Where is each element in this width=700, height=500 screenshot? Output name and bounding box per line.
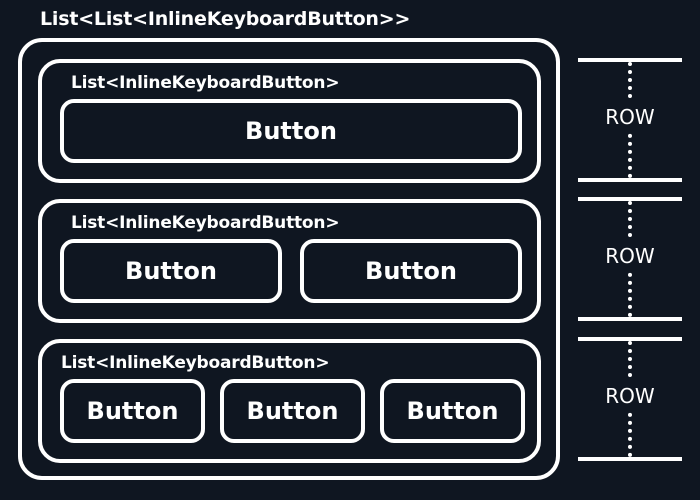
inline-keyboard-button[interactable]: Button [60,99,522,163]
inline-keyboard-button[interactable]: Button [300,239,522,303]
inline-keyboard-button[interactable]: Button [380,379,525,443]
row-container-1: List<InlineKeyboardButton> Button [38,59,541,183]
inline-keyboard-button[interactable]: Button [220,379,365,443]
marker-bottom-tick [578,457,682,461]
row-marker-1: ROW [578,58,682,182]
marker-top-tick [578,197,682,201]
marker-bottom-tick [578,317,682,321]
row-list-label: List<InlineKeyboardButton> [71,73,340,93]
inline-keyboard-button[interactable]: Button [60,239,282,303]
row-container-2: List<InlineKeyboardButton> Button Button [38,199,541,323]
marker-bottom-tick [578,178,682,182]
row-marker-label: ROW [598,241,662,271]
marker-top-tick [578,58,682,62]
row-marker-3: ROW [578,337,682,461]
row-marker-label: ROW [598,102,662,132]
row-list-label: List<InlineKeyboardButton> [61,353,330,373]
outer-list-container [18,38,560,480]
row-list-label: List<InlineKeyboardButton> [71,213,340,233]
row-container-3: List<InlineKeyboardButton> Button Button… [38,339,541,463]
marker-top-tick [578,337,682,341]
row-marker-2: ROW [578,197,682,321]
outer-list-label: List<List<InlineKeyboardButton>> [40,8,411,30]
inline-keyboard-button[interactable]: Button [60,379,205,443]
row-marker-label: ROW [598,381,662,411]
